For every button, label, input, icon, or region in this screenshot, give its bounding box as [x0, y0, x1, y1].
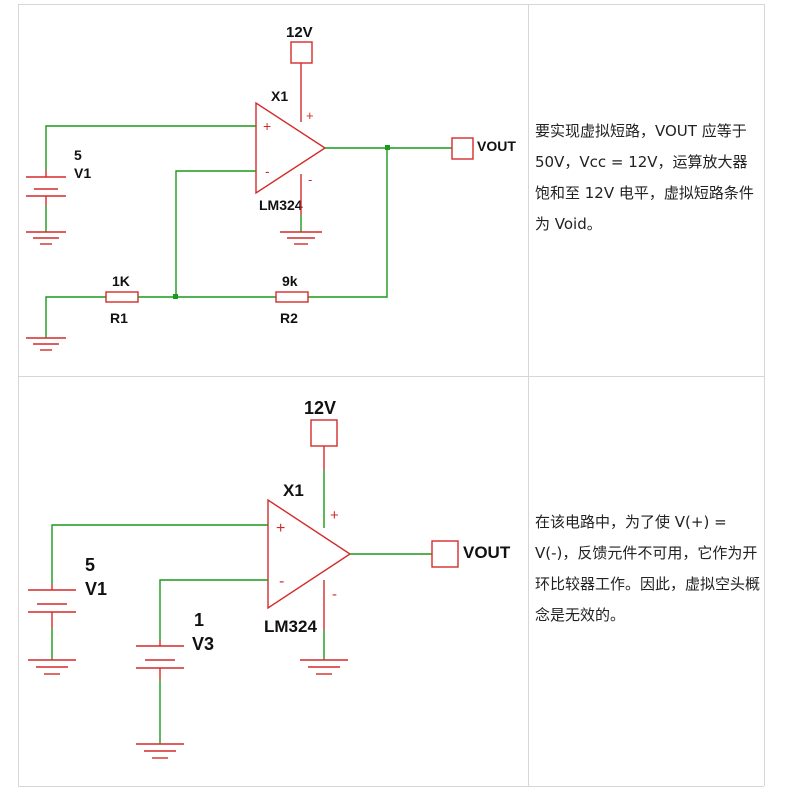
- output-pin-box: [431, 540, 459, 568]
- output-label: VOUT: [463, 543, 511, 562]
- inv-input-wire: [175, 170, 256, 297]
- noninv-input-sign: +: [276, 520, 285, 537]
- table-border-right: [764, 4, 765, 786]
- battery-icon-v1: [28, 584, 76, 613]
- circuit-diagram-comparator: 12V X1 LM324 + - + -: [28, 398, 511, 759]
- table-border-top: [18, 4, 764, 5]
- ground-icon: [300, 659, 348, 675]
- opamp-symbol: [267, 498, 352, 610]
- ground-icon: [280, 231, 322, 245]
- opamp-part: LM324: [259, 197, 303, 213]
- row-1-description: 要实现虚拟短路，VOUT 应等于 50V，Vcc = 12V，运算放大器饱和至 …: [535, 122, 754, 233]
- circuit-diagram-non-inverting: 12V X1 LM324 + - + -: [26, 24, 516, 351]
- resistor-icon-r1: [105, 291, 139, 303]
- ground-icon: [26, 231, 66, 245]
- row-2-description: 在该电路中，为了使 V(+) = V(-)，反馈元件不可用，它作为开环比较器工作…: [535, 513, 761, 624]
- table-row-2: 12V X1 LM324 + - + -: [19, 377, 528, 786]
- inv-input-sign: -: [265, 163, 270, 179]
- r1-left-wire: [45, 296, 106, 318]
- table-row-1: 12V X1 LM324 + - + -: [19, 5, 528, 376]
- v1-value: 5: [85, 555, 95, 575]
- battery-icon-v3: [136, 640, 184, 669]
- supply-pin-box: [290, 41, 313, 64]
- input-wire: [45, 125, 256, 152]
- vplus-pin-sign: +: [306, 108, 314, 123]
- output-pin-box: [451, 137, 474, 160]
- v1-ref: V1: [74, 165, 91, 181]
- inv-input-sign: -: [279, 573, 284, 590]
- input-wire: [51, 524, 268, 556]
- supply-label: 12V: [286, 24, 313, 41]
- table-border-bottom: [18, 786, 764, 787]
- feedback-wire: [308, 148, 388, 298]
- v3-ref: V3: [192, 634, 214, 654]
- r1-r2-junction: [173, 294, 178, 299]
- resistor-icon-r2: [275, 291, 309, 303]
- r2-ref: R2: [280, 310, 298, 326]
- table-column-divider: [528, 4, 529, 786]
- opamp-part: LM324: [264, 617, 317, 636]
- supply-pin-box: [310, 419, 338, 447]
- opamp-ref: X1: [271, 88, 288, 104]
- r2-value: 9k: [282, 273, 298, 289]
- opamp-symbol: [255, 101, 327, 195]
- r1-ref: R1: [110, 310, 128, 326]
- battery-icon-v1: [26, 170, 66, 197]
- ground-icon: [136, 743, 184, 759]
- v1-value: 5: [74, 147, 82, 163]
- table-border-left: [18, 4, 19, 786]
- v3-value: 1: [194, 610, 204, 630]
- table-row-divider: [18, 376, 764, 377]
- ground-icon: [26, 337, 66, 351]
- vplus-pin-sign: +: [330, 507, 339, 524]
- output-junction: [385, 145, 390, 150]
- ground-icon: [28, 659, 76, 675]
- vminus-pin-sign: -: [308, 172, 312, 187]
- r1-value: 1K: [112, 273, 130, 289]
- noninv-input-sign: +: [263, 118, 271, 134]
- supply-label: 12V: [304, 398, 336, 418]
- inv-input-wire: [159, 579, 268, 640]
- vminus-pin-sign: -: [332, 586, 337, 603]
- v1-ref: V1: [85, 579, 107, 599]
- output-label: VOUT: [477, 138, 516, 154]
- opamp-ref: X1: [283, 481, 304, 500]
